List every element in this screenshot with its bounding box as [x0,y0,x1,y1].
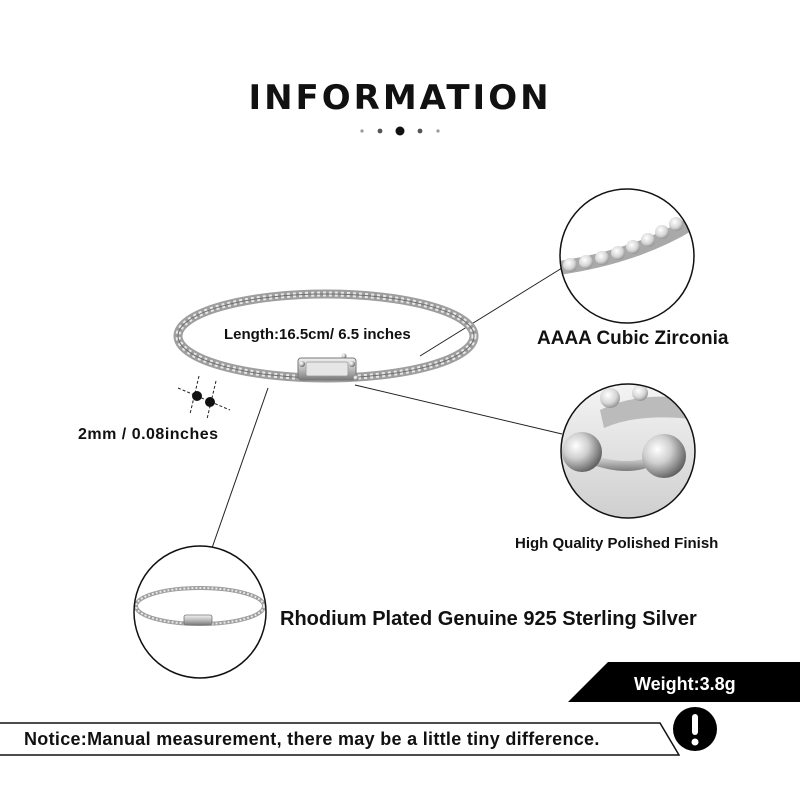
exclamation-icon [673,707,717,751]
page-title: INFORMATION [248,78,552,118]
weight-badge [568,662,800,702]
width-label: 2mm / 0.08inches [78,426,219,443]
callout-line-zirconia [419,267,563,357]
finish-label: High Quality Polished Finish [515,535,719,552]
callout-line-finish [354,384,563,435]
weight-label: Weight:3.8g [634,674,736,694]
zirconia-closeup [559,188,695,324]
notice-text: Notice:Manual measurement, there may be … [24,729,600,749]
callout-line-material [211,387,269,549]
title-dots-divider [360,126,440,136]
zirconia-label: AAAA Cubic Zirconia [537,328,729,349]
width-indicator [177,375,231,420]
material-label: Rhodium Plated Genuine 925 Sterling Silv… [280,608,697,630]
callout-lines [211,267,563,549]
polished-closeup [560,383,696,519]
length-label: Length:16.5cm/ 6.5 inches [224,326,411,343]
notice-box [0,722,680,756]
rhodium-closeup [133,545,267,679]
bracelet-chain [173,289,479,383]
